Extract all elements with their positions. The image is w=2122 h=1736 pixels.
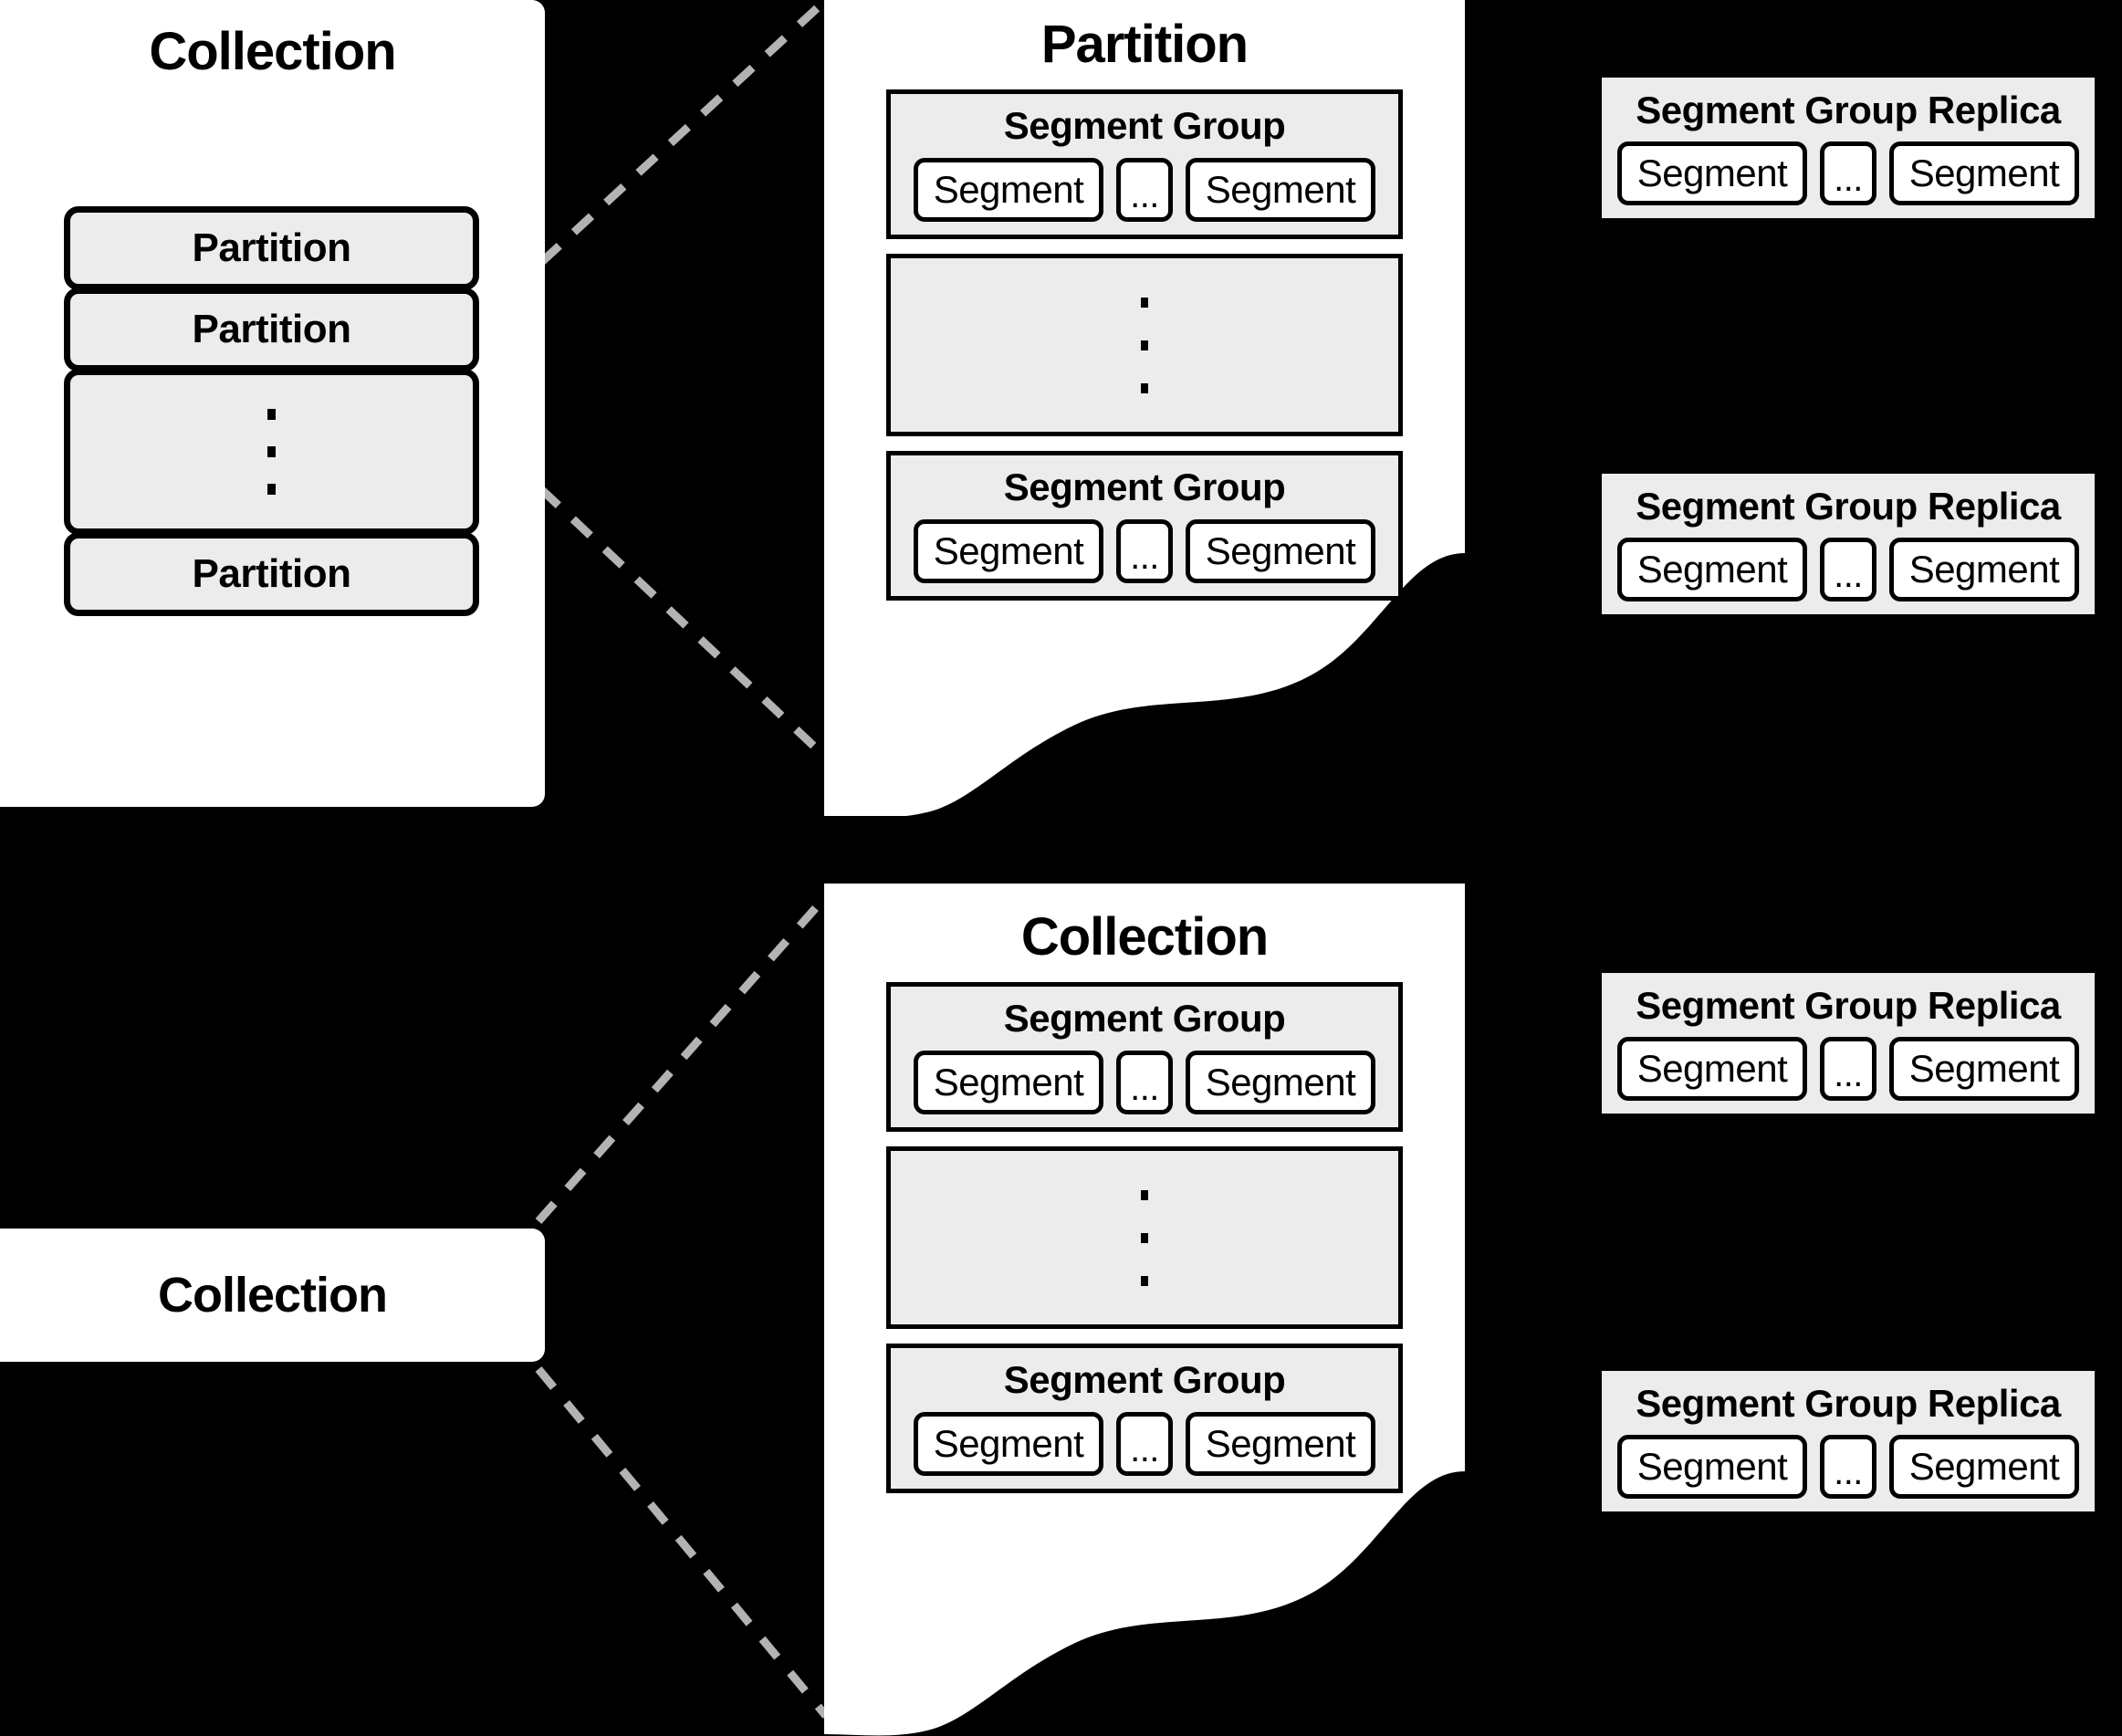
segment-group-ellipsis-box — [886, 1146, 1403, 1329]
left-collection-title: Collection — [149, 22, 396, 81]
segment-ellipsis-box: ... — [1116, 519, 1173, 583]
bottom-collection-panel: Collection — [0, 1229, 545, 1362]
segment-row: Segment ... Segment — [1602, 538, 2095, 601]
partition-label: Partition — [192, 307, 351, 351]
segment-row: Segment ... Segment — [891, 519, 1398, 583]
segment-group-ellipsis-box — [886, 254, 1403, 436]
segment-group-replica[interactable]: Segment Group Replica Segment ... Segmen… — [1602, 474, 2095, 614]
vertical-dot-icon — [1141, 297, 1148, 308]
segment-box[interactable]: Segment — [914, 158, 1103, 222]
segment-group-replica-title: Segment Group Replica — [1636, 1382, 2061, 1425]
segment-group-title: Segment Group — [1003, 1358, 1286, 1401]
segment-group-title: Segment Group — [1003, 465, 1286, 508]
segment-group-replica-title: Segment Group Replica — [1636, 485, 2061, 528]
partition-detail-panel: Partition Segment Group Segment ... Segm… — [824, 0, 1465, 816]
segment-box[interactable]: Segment — [1889, 1435, 2079, 1499]
segment-group[interactable]: Segment Group Segment ... Segment — [886, 451, 1403, 601]
connector-collection-top — [535, 894, 830, 1224]
vertical-dot-icon — [267, 446, 276, 457]
segment-box[interactable]: Segment — [1617, 141, 1807, 205]
segment-box[interactable]: Segment — [1617, 1037, 1807, 1101]
partition-list: Partition Partition Partition — [64, 206, 479, 616]
segment-group-replica-title: Segment Group Replica — [1636, 984, 2061, 1027]
partition-detail-content: Partition Segment Group Segment ... Segm… — [824, 0, 1465, 601]
partition-item[interactable]: Partition — [64, 288, 479, 371]
vertical-dot-icon — [1141, 1275, 1148, 1286]
segment-group-replica-title: Segment Group Replica — [1636, 89, 2061, 131]
segment-group-replica[interactable]: Segment Group Replica Segment ... Segmen… — [1602, 1371, 2095, 1511]
segment-row: Segment ... Segment — [1602, 1037, 2095, 1101]
segment-ellipsis-box: ... — [1820, 1037, 1876, 1101]
segment-box[interactable]: Segment — [1186, 1051, 1375, 1114]
segment-group-replica[interactable]: Segment Group Replica Segment ... Segmen… — [1602, 78, 2095, 218]
partition-label: Partition — [192, 225, 351, 270]
bottom-collection-title: Collection — [157, 1268, 388, 1323]
partition-item[interactable]: Partition — [64, 532, 479, 616]
segment-ellipsis-box: ... — [1116, 1412, 1173, 1476]
partition-label: Partition — [192, 551, 351, 596]
segment-group[interactable]: Segment Group Segment ... Segment — [886, 1344, 1403, 1493]
partition-item[interactable]: Partition — [64, 206, 479, 290]
segment-box[interactable]: Segment — [914, 1051, 1103, 1114]
segment-box[interactable]: Segment — [1617, 1435, 1807, 1499]
segment-ellipsis-box: ... — [1116, 158, 1173, 222]
collection-detail-title: Collection — [1020, 907, 1269, 967]
segment-ellipsis-box: ... — [1820, 141, 1876, 205]
segment-row: Segment ... Segment — [1602, 141, 2095, 205]
segment-row: Segment ... Segment — [891, 1051, 1398, 1114]
segment-box[interactable]: Segment — [1889, 538, 2079, 601]
segment-box[interactable]: Segment — [914, 1412, 1103, 1476]
segment-row: Segment ... Segment — [1602, 1435, 2095, 1499]
segment-row: Segment ... Segment — [891, 158, 1398, 222]
segment-group-title: Segment Group — [1003, 104, 1286, 147]
partition-ellipsis-box — [64, 369, 479, 535]
collection-detail-content: Collection Segment Group Segment ... Seg… — [824, 884, 1465, 1493]
segment-box[interactable]: Segment — [914, 519, 1103, 583]
segment-ellipsis-box: ... — [1820, 1435, 1876, 1499]
connector-collection-bottom — [535, 1366, 830, 1719]
left-collection-panel: Collection Partition Partition Partition — [0, 0, 545, 807]
segment-box[interactable]: Segment — [1617, 538, 1807, 601]
segment-ellipsis-box: ... — [1820, 538, 1876, 601]
segment-row: Segment ... Segment — [891, 1412, 1398, 1476]
segment-box[interactable]: Segment — [1186, 1412, 1375, 1476]
vertical-dot-icon — [1141, 382, 1148, 393]
segment-group[interactable]: Segment Group Segment ... Segment — [886, 982, 1403, 1132]
vertical-dot-icon — [267, 409, 276, 420]
segment-box[interactable]: Segment — [1186, 158, 1375, 222]
segment-ellipsis-box: ... — [1116, 1051, 1173, 1114]
vertical-dot-icon — [1141, 1189, 1148, 1200]
segment-box[interactable]: Segment — [1186, 519, 1375, 583]
vertical-dot-icon — [267, 484, 276, 495]
vertical-dot-icon — [1141, 340, 1148, 350]
segment-group[interactable]: Segment Group Segment ... Segment — [886, 89, 1403, 239]
segment-group-title: Segment Group — [1003, 997, 1286, 1040]
segment-group-replica[interactable]: Segment Group Replica Segment ... Segmen… — [1602, 973, 2095, 1114]
segment-box[interactable]: Segment — [1889, 1037, 2079, 1101]
partition-detail-title: Partition — [1040, 15, 1249, 74]
collection-detail-panel: Collection Segment Group Segment ... Seg… — [824, 884, 1465, 1736]
segment-box[interactable]: Segment — [1889, 141, 2079, 205]
vertical-dot-icon — [1141, 1232, 1148, 1243]
